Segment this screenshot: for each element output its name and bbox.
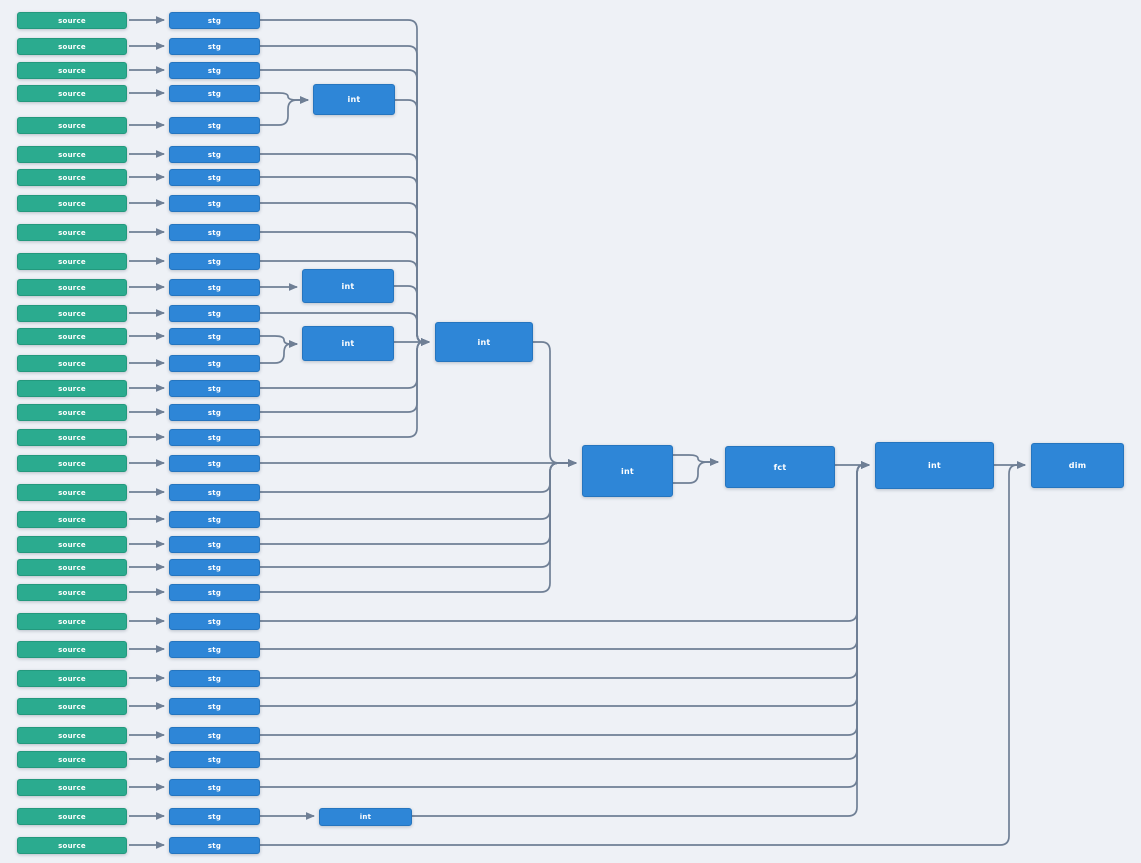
edge-stg-4-to-int-top <box>260 92 309 104</box>
node-int-mid-a[interactable]: int <box>302 269 394 303</box>
node-source-23[interactable]: source <box>17 584 127 601</box>
node-stg-27[interactable]: stg <box>169 698 260 715</box>
edge-int-top-to-int-hub-1 <box>395 99 430 346</box>
node-stg-10[interactable]: stg <box>169 253 260 270</box>
node-source-15[interactable]: source <box>17 380 127 397</box>
node-stg-11[interactable]: stg <box>169 279 260 296</box>
node-source-18[interactable]: source <box>17 455 127 472</box>
node-stg-29[interactable]: stg <box>169 751 260 768</box>
node-stg-9[interactable]: stg <box>169 224 260 241</box>
node-stg-14[interactable]: stg <box>169 355 260 372</box>
edge-stg-5-to-int-top <box>260 96 309 126</box>
node-stg-20[interactable]: stg <box>169 511 260 528</box>
node-source-30[interactable]: source <box>17 779 127 796</box>
node-source-10[interactable]: source <box>17 253 127 270</box>
node-stg-12[interactable]: stg <box>169 305 260 322</box>
edge-stg-20-to-int-hub-2 <box>260 459 577 520</box>
node-source-5[interactable]: source <box>17 117 127 134</box>
node-stg-16[interactable]: stg <box>169 404 260 421</box>
node-source-22[interactable]: source <box>17 559 127 576</box>
node-int-hub-3[interactable]: int <box>875 442 994 489</box>
node-fct[interactable]: fct <box>725 446 835 488</box>
node-source-3[interactable]: source <box>17 62 127 79</box>
edge-stg-27-to-int-hub-3 <box>260 461 870 707</box>
node-stg-4[interactable]: stg <box>169 85 260 102</box>
node-stg-24[interactable]: stg <box>169 613 260 630</box>
node-source-20[interactable]: source <box>17 511 127 528</box>
node-stg-31[interactable]: stg <box>169 808 260 825</box>
node-source-21[interactable]: source <box>17 536 127 553</box>
node-stg-3[interactable]: stg <box>169 62 260 79</box>
node-stg-21[interactable]: stg <box>169 536 260 553</box>
edge-stg-32-to-dim <box>260 461 1026 846</box>
node-stg-25[interactable]: stg <box>169 641 260 658</box>
edge-stg-7-to-int-hub-1 <box>260 176 430 346</box>
node-source-16[interactable]: source <box>17 404 127 421</box>
node-source-28[interactable]: source <box>17 727 127 744</box>
edge-int-hub-1-to-int-hub-2 <box>533 341 577 467</box>
edge-int-hub-2-to-fct <box>673 454 719 466</box>
edge-stg-22-to-int-hub-2 <box>260 459 577 568</box>
node-int-top[interactable]: int <box>313 84 395 115</box>
edge-stg-30-to-int-hub-3 <box>260 461 870 788</box>
node-source-31[interactable]: source <box>17 808 127 825</box>
node-stg-7[interactable]: stg <box>169 169 260 186</box>
node-stg-5[interactable]: stg <box>169 117 260 134</box>
node-stg-8[interactable]: stg <box>169 195 260 212</box>
node-source-24[interactable]: source <box>17 613 127 630</box>
edge-stg-19-to-int-hub-2 <box>260 459 577 493</box>
node-stg-32[interactable]: stg <box>169 837 260 854</box>
node-source-27[interactable]: source <box>17 698 127 715</box>
node-stg-19[interactable]: stg <box>169 484 260 501</box>
node-source-29[interactable]: source <box>17 751 127 768</box>
node-stg-23[interactable]: stg <box>169 584 260 601</box>
node-stg-22[interactable]: stg <box>169 559 260 576</box>
node-int-bottom[interactable]: int <box>319 808 412 826</box>
node-source-13[interactable]: source <box>17 328 127 345</box>
node-stg-30[interactable]: stg <box>169 779 260 796</box>
node-stg-17[interactable]: stg <box>169 429 260 446</box>
node-source-25[interactable]: source <box>17 641 127 658</box>
node-source-26[interactable]: source <box>17 670 127 687</box>
edge-int-hub-2-to-fct <box>673 458 719 484</box>
node-int-hub-1[interactable]: int <box>435 322 533 362</box>
node-source-7[interactable]: source <box>17 169 127 186</box>
edge-int-bottom-to-int-hub-3 <box>412 461 870 817</box>
node-source-14[interactable]: source <box>17 355 127 372</box>
edge-stg-23-to-int-hub-2 <box>260 459 577 593</box>
node-source-19[interactable]: source <box>17 484 127 501</box>
edge-stg-13-to-int-mid-b <box>260 335 298 348</box>
edge-stg-26-to-int-hub-3 <box>260 461 870 679</box>
edge-stg-28-to-int-hub-3 <box>260 461 870 736</box>
node-source-32[interactable]: source <box>17 837 127 854</box>
node-source-12[interactable]: source <box>17 305 127 322</box>
node-dim[interactable]: dim <box>1031 443 1124 488</box>
node-stg-13[interactable]: stg <box>169 328 260 345</box>
edge-stg-29-to-int-hub-3 <box>260 461 870 760</box>
edge-stg-21-to-int-hub-2 <box>260 459 577 545</box>
node-source-2[interactable]: source <box>17 38 127 55</box>
edge-stg-24-to-int-hub-3 <box>260 461 870 622</box>
node-stg-26[interactable]: stg <box>169 670 260 687</box>
node-int-mid-b[interactable]: int <box>302 326 394 361</box>
node-source-9[interactable]: source <box>17 224 127 241</box>
node-int-hub-2[interactable]: int <box>582 445 673 497</box>
node-stg-2[interactable]: stg <box>169 38 260 55</box>
node-source-17[interactable]: source <box>17 429 127 446</box>
node-stg-1[interactable]: stg <box>169 12 260 29</box>
node-source-8[interactable]: source <box>17 195 127 212</box>
node-source-11[interactable]: source <box>17 279 127 296</box>
edges-group <box>129 16 1026 849</box>
node-stg-18[interactable]: stg <box>169 455 260 472</box>
node-stg-15[interactable]: stg <box>169 380 260 397</box>
node-source-4[interactable]: source <box>17 85 127 102</box>
node-source-6[interactable]: source <box>17 146 127 163</box>
edge-stg-14-to-int-mid-b <box>260 340 298 364</box>
node-stg-28[interactable]: stg <box>169 727 260 744</box>
node-stg-6[interactable]: stg <box>169 146 260 163</box>
edge-stg-17-to-int-hub-1 <box>260 338 430 438</box>
node-source-1[interactable]: source <box>17 12 127 29</box>
